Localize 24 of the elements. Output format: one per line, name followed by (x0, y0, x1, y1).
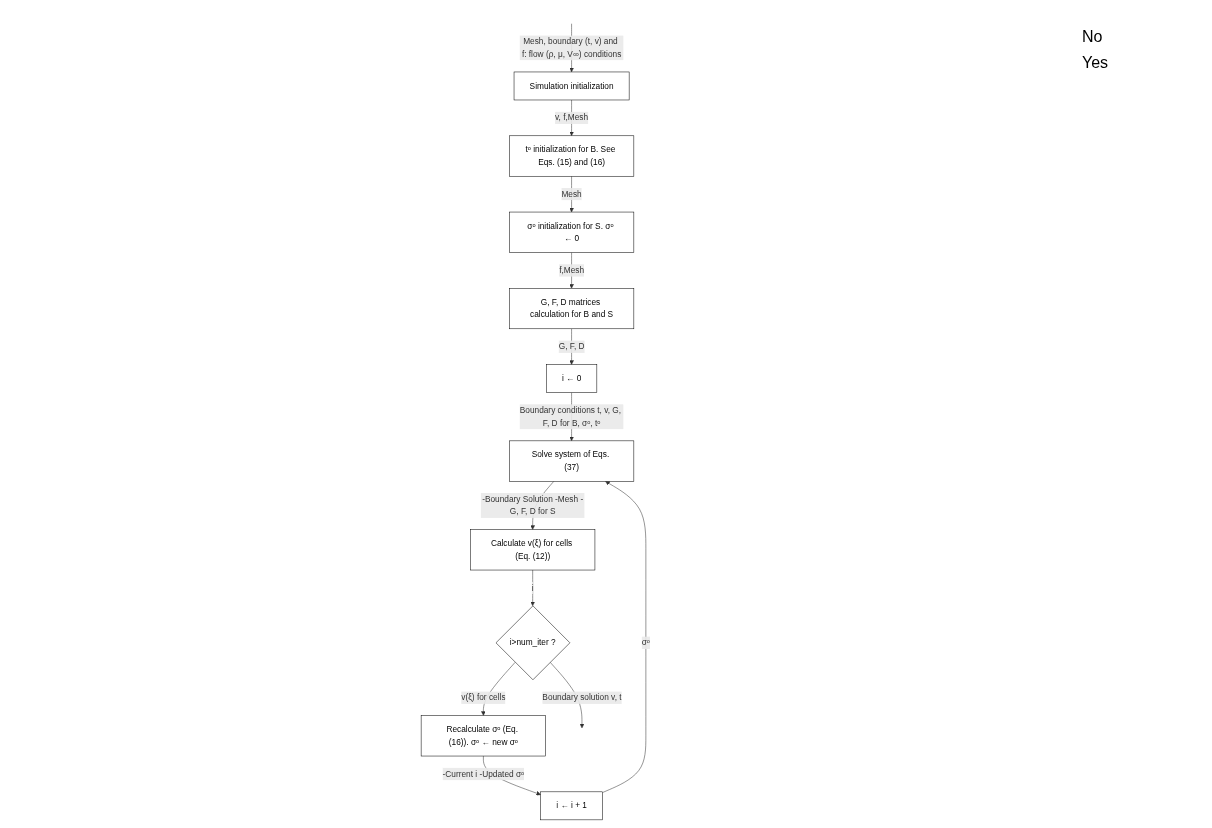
edge-label: σᵒ (642, 638, 651, 647)
edge-label: v(ξ) for cells (461, 693, 506, 702)
node-box: G, F, D matrices calculation for B and S (509, 288, 635, 330)
node-box: i ← i + 1 (540, 791, 604, 821)
node-diamond: i>num_iter ? (496, 605, 571, 681)
node-box: i ← 0 (546, 364, 598, 393)
edge-label: v, f,Mesh (555, 113, 589, 123)
note-label: No (1082, 28, 1104, 46)
edge-label: f,Mesh (559, 265, 585, 275)
edge-label: Boundary conditions t, v, G, F, D for B, σᵒ, tᵒ (520, 405, 622, 428)
edge-label: Mesh (561, 189, 583, 199)
note-label: Yes (1082, 54, 1110, 72)
edge-label: -Current i -Updated σᵒ (443, 769, 525, 779)
node-box: Recalculate σᵒ (Eq. (16)). σᵒ ← new σᵒ (421, 715, 547, 757)
edge-label: Boundary solution v, t (542, 693, 623, 702)
node-box: Simulation initialization (514, 71, 630, 101)
node-box: tᵒ initialization for B. See Eqs. (15) and (16) (509, 135, 635, 177)
node-box: Solve system of Eqs. (37) (509, 440, 635, 482)
edge-label: -Boundary Solution -Mesh -G, F, D for S (482, 494, 584, 516)
edge-label: Mesh, boundary (t, v) and f: flow (ρ, μ, V∞) conditions (522, 36, 622, 59)
edge-label: i (532, 583, 535, 593)
edge-label: G, F, D (559, 342, 585, 351)
node-box: Calculate v(ξ) for cells (Eq. (12)) (470, 529, 596, 571)
node-box: σᵒ initialization for S. σᵒ ← 0 (509, 211, 635, 253)
